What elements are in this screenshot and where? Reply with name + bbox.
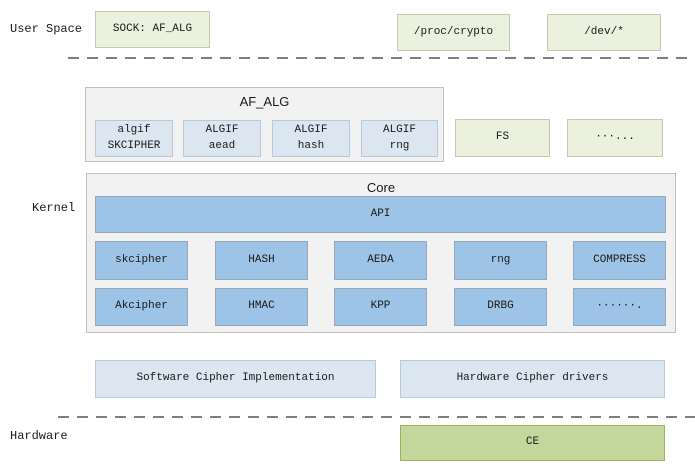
af-alg-title: AF_ALG (239, 94, 290, 109)
algif-hash-line1: ALGIF (294, 123, 328, 136)
algif-aead-line1: ALGIF (205, 123, 239, 136)
core-hmac-box: HMAC (215, 288, 308, 326)
fs-box: FS (455, 119, 550, 157)
api-bar: API (95, 196, 666, 233)
core-aeda-box: AEDA (334, 241, 427, 280)
core-skcipher-box: skcipher (95, 241, 188, 280)
kernel-layer-label: Kernel (32, 201, 76, 215)
core-hash-box: HASH (215, 241, 308, 280)
fs-more-box: ···... (567, 119, 663, 157)
user-kernel-divider (68, 57, 695, 59)
algif-skcipher-line1: algif (117, 123, 151, 136)
ce-box: CE (400, 425, 665, 461)
algif-hash-box: ALGIF hash (272, 120, 350, 157)
hardware-layer-label: Hardware (10, 429, 68, 443)
user-space-layer-label: User Space (10, 22, 83, 36)
core-rng-box: rng (454, 241, 547, 280)
core-title: Core (366, 180, 396, 195)
sock-af-alg-box: SOCK: AF_ALG (95, 11, 210, 48)
algif-skcipher-line2: SKCIPHER (107, 139, 161, 152)
software-cipher-implementation-box: Software Cipher Implementation (95, 360, 376, 398)
proc-crypto-box: /proc/crypto (397, 14, 510, 51)
algif-rng-line1: ALGIF (382, 123, 416, 136)
algif-aead-line2: aead (208, 139, 236, 152)
algif-hash-line2: hash (297, 139, 325, 152)
core-more-box: ······. (573, 288, 666, 326)
kernel-hardware-divider (58, 416, 695, 418)
core-drbg-box: DRBG (454, 288, 547, 326)
algif-aead-box: ALGIF aead (183, 120, 261, 157)
algif-rng-box: ALGIF rng (361, 120, 438, 157)
algif-rng-line2: rng (389, 139, 410, 152)
core-akcipher-box: Akcipher (95, 288, 188, 326)
core-kpp-box: KPP (334, 288, 427, 326)
core-compress-box: COMPRESS (573, 241, 666, 280)
algif-skcipher-box: algif SKCIPHER (95, 120, 173, 157)
dev-star-box: /dev/* (547, 14, 661, 51)
hardware-cipher-drivers-box: Hardware Cipher drivers (400, 360, 665, 398)
